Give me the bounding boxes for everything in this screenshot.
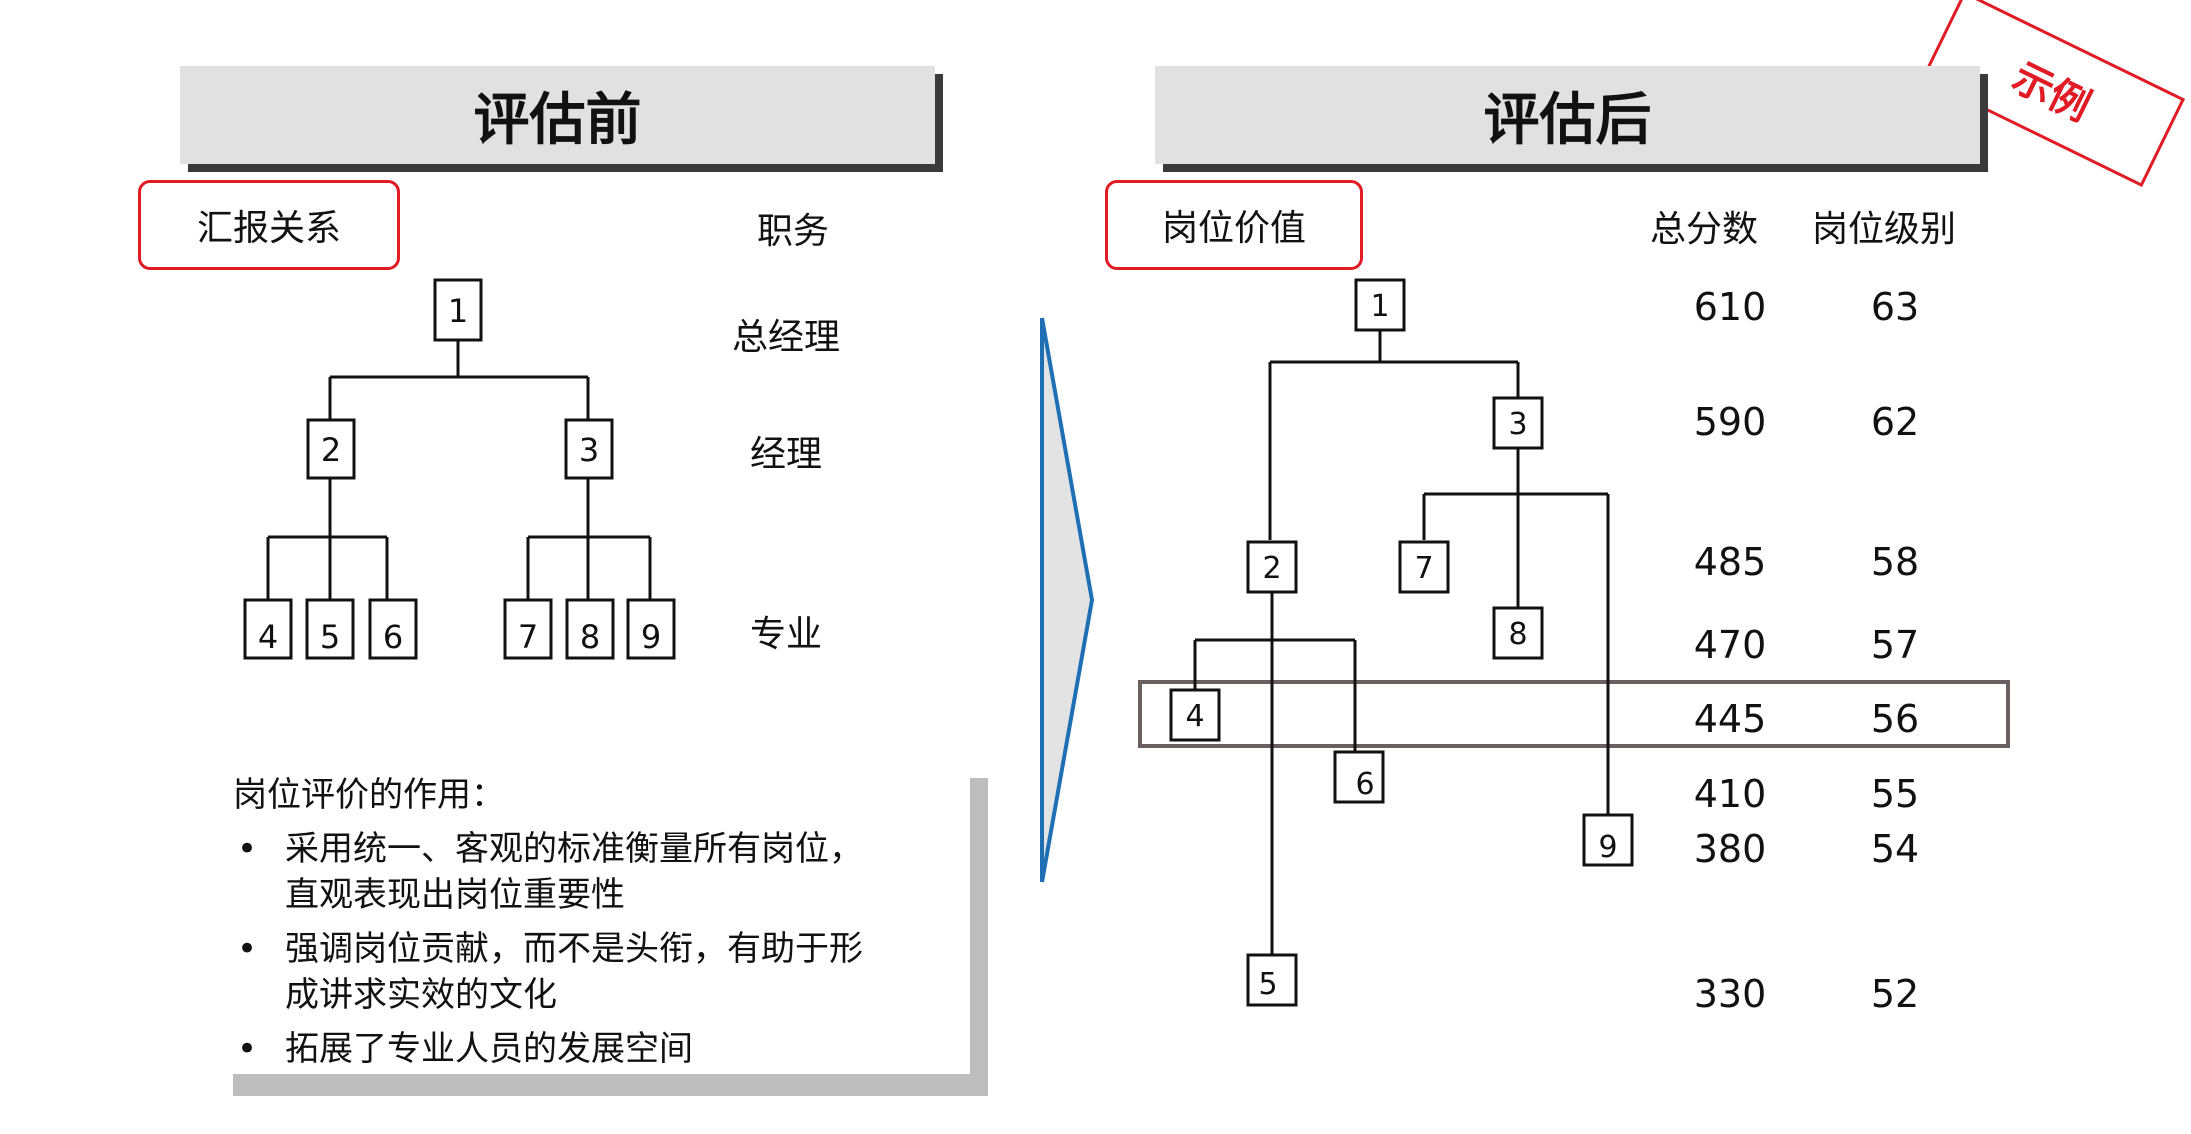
note-item-3-line-1: 拓展了专业人员的发展空间 bbox=[285, 1029, 693, 1069]
before-box-label-7: 7 bbox=[518, 618, 538, 656]
before-box-label-6: 6 bbox=[383, 618, 403, 656]
after-box-label-9: 9 bbox=[1598, 830, 1617, 865]
grade-row-7: 54 bbox=[1870, 827, 1920, 871]
before-box-9 bbox=[626, 598, 676, 660]
after-box-8 bbox=[1492, 606, 1544, 660]
before-banner: 评估前 bbox=[180, 66, 943, 172]
score-row-1: 610 bbox=[1693, 285, 1767, 329]
position-column-label: 职务 bbox=[757, 211, 830, 252]
reporting-relationship-tag: 汇报关系 bbox=[138, 180, 400, 270]
note-heading: 岗位评价的作用： bbox=[233, 775, 505, 815]
before-box-6 bbox=[368, 598, 418, 660]
before-box-4 bbox=[243, 598, 293, 660]
bullet-icon: • bbox=[237, 1029, 258, 1069]
after-box-label-8: 8 bbox=[1508, 617, 1527, 652]
before-box-label-3: 3 bbox=[579, 431, 599, 469]
after-box-label-5: 5 bbox=[1258, 967, 1277, 1002]
after-box-4 bbox=[1169, 688, 1221, 742]
note-item-1: • 采用统一、客观的标准衡量所有岗位， 直观表现出岗位重要性 bbox=[233, 826, 962, 918]
before-box-5 bbox=[305, 598, 355, 660]
after-box-label-2: 2 bbox=[1262, 551, 1281, 586]
note-item-2-line-1: 强调岗位贡献，而不是头衔，有助于形 bbox=[285, 929, 863, 969]
position-value-tag: 岗位价值 bbox=[1105, 180, 1363, 270]
score-row-4: 470 bbox=[1693, 623, 1767, 667]
before-box-label-9: 9 bbox=[641, 618, 661, 656]
after-title: 评估后 bbox=[1155, 66, 1980, 164]
total-score-column-label: 总分数 bbox=[1650, 209, 1759, 250]
before-org-chart: 1 2 3 4 5 6 7 8 9 bbox=[243, 278, 676, 660]
after-box-7 bbox=[1398, 540, 1450, 594]
score-row-5: 445 bbox=[1693, 697, 1767, 741]
before-box-label-8: 8 bbox=[580, 618, 600, 656]
after-box-6 bbox=[1333, 750, 1385, 804]
before-box-label-2: 2 bbox=[321, 431, 341, 469]
after-banner: 评估后 bbox=[1155, 66, 1988, 172]
grade-row-4: 57 bbox=[1870, 623, 1920, 667]
after-box-label-3: 3 bbox=[1508, 407, 1527, 442]
before-box-label-1: 1 bbox=[448, 292, 468, 330]
grade-column-label: 岗位级别 bbox=[1812, 209, 1957, 250]
note-item-3: • 拓展了专业人员的发展空间 bbox=[233, 1026, 962, 1072]
grade-row-3: 58 bbox=[1870, 540, 1920, 584]
note-item-1-line-2: 直观表现出岗位重要性 bbox=[285, 875, 625, 915]
before-box-7 bbox=[503, 598, 553, 660]
bullet-icon: • bbox=[237, 929, 258, 969]
level-manager: 经理 bbox=[750, 434, 823, 475]
after-box-label-6: 6 bbox=[1355, 767, 1374, 802]
note-item-2: • 强调岗位贡献，而不是头衔，有助于形 成讲求实效的文化 bbox=[233, 926, 962, 1018]
before-box-label-5: 5 bbox=[320, 618, 340, 656]
note-item-2-line-2: 成讲求实效的文化 bbox=[285, 975, 557, 1015]
after-box-label-4: 4 bbox=[1185, 699, 1204, 734]
level-specialist: 专业 bbox=[750, 614, 823, 655]
after-box-1 bbox=[1354, 278, 1406, 332]
after-box-2 bbox=[1246, 540, 1298, 594]
highlight-row-band bbox=[1138, 680, 2010, 748]
grade-row-2: 62 bbox=[1870, 400, 1920, 444]
grade-row-8: 52 bbox=[1870, 972, 1920, 1016]
bullet-icon: • bbox=[237, 829, 258, 869]
after-box-5 bbox=[1246, 953, 1298, 1007]
note-item-1-line-1: 采用统一、客观的标准衡量所有岗位， bbox=[285, 829, 863, 869]
before-box-1 bbox=[433, 278, 483, 342]
score-row-7: 380 bbox=[1693, 827, 1767, 871]
after-box-label-7: 7 bbox=[1414, 551, 1433, 586]
score-row-2: 590 bbox=[1693, 400, 1767, 444]
note-box: 岗位评价的作用： • 采用统一、客观的标准衡量所有岗位， 直观表现出岗位重要性 … bbox=[225, 768, 970, 1074]
score-row-8: 330 bbox=[1693, 972, 1767, 1016]
transition-arrow bbox=[1040, 317, 1095, 883]
before-box-8 bbox=[565, 598, 615, 660]
before-box-label-4: 4 bbox=[258, 618, 278, 656]
grade-row-1: 63 bbox=[1870, 285, 1920, 329]
level-general-manager: 总经理 bbox=[732, 317, 841, 358]
after-box-9 bbox=[1582, 813, 1634, 867]
before-box-3 bbox=[564, 418, 614, 480]
before-title: 评估前 bbox=[180, 66, 935, 164]
score-row-3: 485 bbox=[1693, 540, 1767, 584]
after-box-3 bbox=[1492, 396, 1544, 450]
after-box-label-1: 1 bbox=[1370, 289, 1389, 324]
score-row-6: 410 bbox=[1693, 772, 1767, 816]
grade-row-5: 56 bbox=[1870, 697, 1920, 741]
grade-row-6: 55 bbox=[1870, 772, 1920, 816]
before-box-2 bbox=[306, 418, 356, 480]
